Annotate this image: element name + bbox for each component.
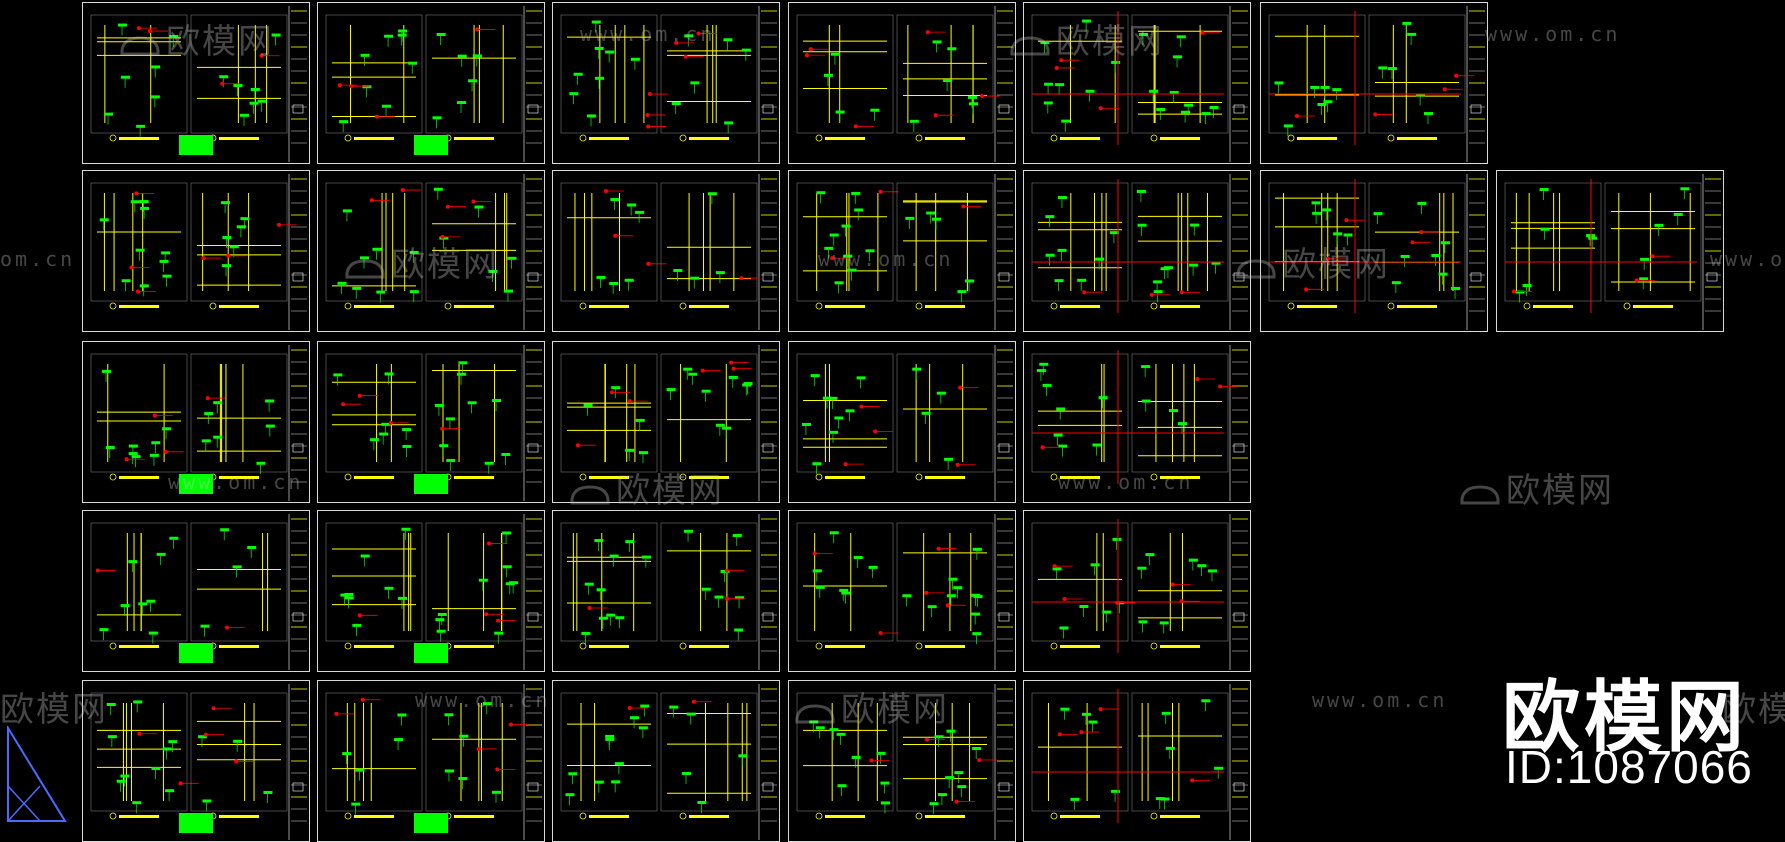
sheet-drawing	[796, 174, 1013, 330]
drawing-sheet[interactable]	[1260, 170, 1488, 332]
sheet-drawing	[560, 174, 777, 330]
sheet-drawing	[560, 6, 777, 162]
drawing-sheet[interactable]	[1023, 680, 1251, 842]
sheet-drawing	[796, 6, 1013, 162]
drawing-sheet[interactable]	[788, 680, 1016, 842]
sheet-drawing	[1504, 174, 1721, 330]
drawing-sheet[interactable]	[82, 680, 310, 842]
drawing-sheet[interactable]	[317, 680, 545, 842]
drawing-sheet[interactable]	[1023, 170, 1251, 332]
drawing-sheet[interactable]	[317, 2, 545, 164]
watermark-brand-large: 欧模网	[1502, 673, 1749, 763]
ucs-triangle-icon	[7, 726, 67, 822]
drawing-sheet[interactable]	[552, 170, 780, 332]
sheet-drawing	[325, 345, 542, 501]
sheet-drawing	[90, 174, 307, 330]
sheet-drawing	[325, 6, 542, 162]
watermark-id: ID:1087066	[1505, 741, 1753, 793]
drawing-sheet[interactable]	[317, 170, 545, 332]
sheet-drawing	[1031, 514, 1248, 670]
sheet-drawing	[796, 345, 1013, 501]
sheet-drawing	[1031, 345, 1248, 501]
drawing-sheet[interactable]	[788, 341, 1016, 503]
drawing-sheet[interactable]	[1260, 2, 1488, 164]
sheet-drawing	[90, 514, 307, 670]
sheet-drawing	[560, 345, 777, 501]
sheet-drawing	[560, 514, 777, 670]
sheet-drawing	[796, 684, 1013, 840]
drawing-sheet[interactable]	[82, 2, 310, 164]
drawing-sheet[interactable]	[552, 341, 780, 503]
drawing-sheet[interactable]	[82, 170, 310, 332]
drawing-sheet[interactable]	[1023, 341, 1251, 503]
sheet-drawing	[1031, 684, 1248, 840]
sheet-drawing	[1031, 174, 1248, 330]
drawing-sheet[interactable]	[82, 510, 310, 672]
drawing-sheet[interactable]	[552, 2, 780, 164]
sheet-drawing	[325, 684, 542, 840]
sheet-drawing	[1031, 6, 1248, 162]
drawing-sheet[interactable]	[1023, 2, 1251, 164]
drawing-sheet[interactable]	[1496, 170, 1724, 332]
sheet-drawing	[90, 684, 307, 840]
sheet-drawing	[560, 684, 777, 840]
drawing-sheet[interactable]	[788, 510, 1016, 672]
drawing-sheet[interactable]	[552, 680, 780, 842]
drawing-sheet[interactable]	[317, 510, 545, 672]
drawing-sheet[interactable]	[788, 2, 1016, 164]
sheet-drawing	[325, 514, 542, 670]
drawing-sheet[interactable]	[552, 510, 780, 672]
drawing-sheet[interactable]	[1023, 510, 1251, 672]
drawing-sheet[interactable]	[788, 170, 1016, 332]
sheet-drawing	[796, 514, 1013, 670]
sheet-drawing	[325, 174, 542, 330]
sheet-drawing	[1268, 6, 1485, 162]
sheet-drawing	[90, 345, 307, 501]
drawing-sheet[interactable]	[317, 341, 545, 503]
drawing-sheet[interactable]	[82, 341, 310, 503]
sheet-drawing	[90, 6, 307, 162]
sheet-drawing	[1268, 174, 1485, 330]
